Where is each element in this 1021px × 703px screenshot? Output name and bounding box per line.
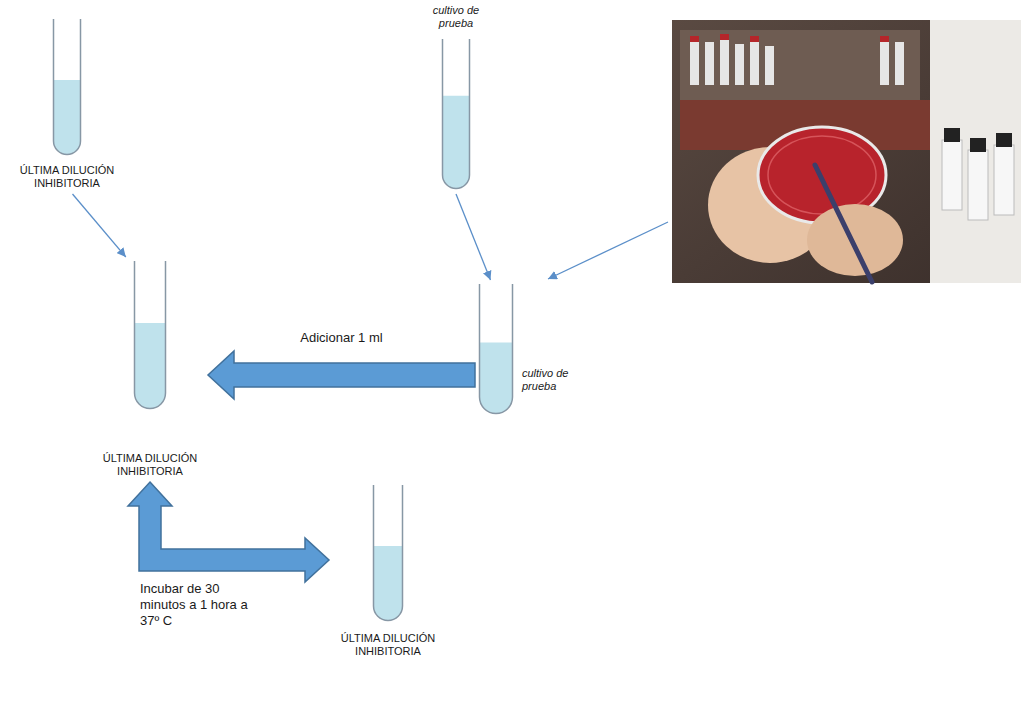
- rack-caps: [690, 34, 889, 42]
- tube-label: ÚLTIMA DILUCIÓN INHIBITORIA: [12, 164, 122, 190]
- tube-label: cultivo de prueba: [424, 4, 488, 30]
- pointer-arrow: [548, 222, 668, 279]
- test-tube: cultivo de prueba: [424, 4, 488, 190]
- thin-arrow: [456, 194, 490, 280]
- tube-label: cultivo de prueba: [522, 367, 582, 393]
- tube-outline: [135, 261, 166, 408]
- block-arrow: [128, 482, 329, 582]
- tube-outline: [374, 485, 403, 620]
- block-arrow: [208, 351, 475, 399]
- tube-liquid: [135, 323, 166, 408]
- tube-liquid: [54, 80, 81, 154]
- tube-label: ÚLTIMA DILUCIÓN INHIBITORIA: [333, 632, 443, 658]
- tube-liquid: [443, 96, 470, 189]
- edge-label: Incubar de 30 minutos a 1 hora a 37º C: [140, 581, 258, 629]
- inoculation-loop: [815, 165, 872, 282]
- test-tube: ÚLTIMA DILUCIÓN INHIBITORIA: [12, 18, 122, 190]
- bottles: [942, 128, 1014, 220]
- test-tube-icon: [372, 484, 404, 622]
- tube-liquid: [374, 546, 403, 620]
- test-tube: cultivo de prueba: [478, 283, 582, 415]
- lab-photo: [672, 20, 1021, 283]
- test-tube-icon: [133, 260, 167, 410]
- tube-outline: [54, 19, 81, 155]
- test-tube-icon: [441, 38, 471, 190]
- test-tube-icon: [478, 283, 514, 415]
- tube-liquid: [480, 342, 513, 413]
- white-panel: [930, 20, 1021, 283]
- test-tube: ÚLTIMA DILUCIÓN INHIBITORIA: [333, 484, 443, 658]
- test-tube: ÚLTIMA DILUCIÓN INHIBITORIA: [95, 260, 205, 478]
- photo-ground: [672, 20, 1021, 283]
- tube-label: ÚLTIMA DILUCIÓN INHIBITORIA: [95, 452, 205, 478]
- right-hand: [807, 204, 903, 276]
- rack-tubes: [690, 38, 904, 85]
- tube-outline: [443, 39, 470, 189]
- tube-rack: [680, 30, 920, 100]
- thin-arrow: [73, 194, 126, 257]
- edge-label: Adicionar 1 ml: [300, 330, 382, 346]
- tube-outline: [480, 284, 513, 414]
- test-tube-icon: [52, 18, 82, 156]
